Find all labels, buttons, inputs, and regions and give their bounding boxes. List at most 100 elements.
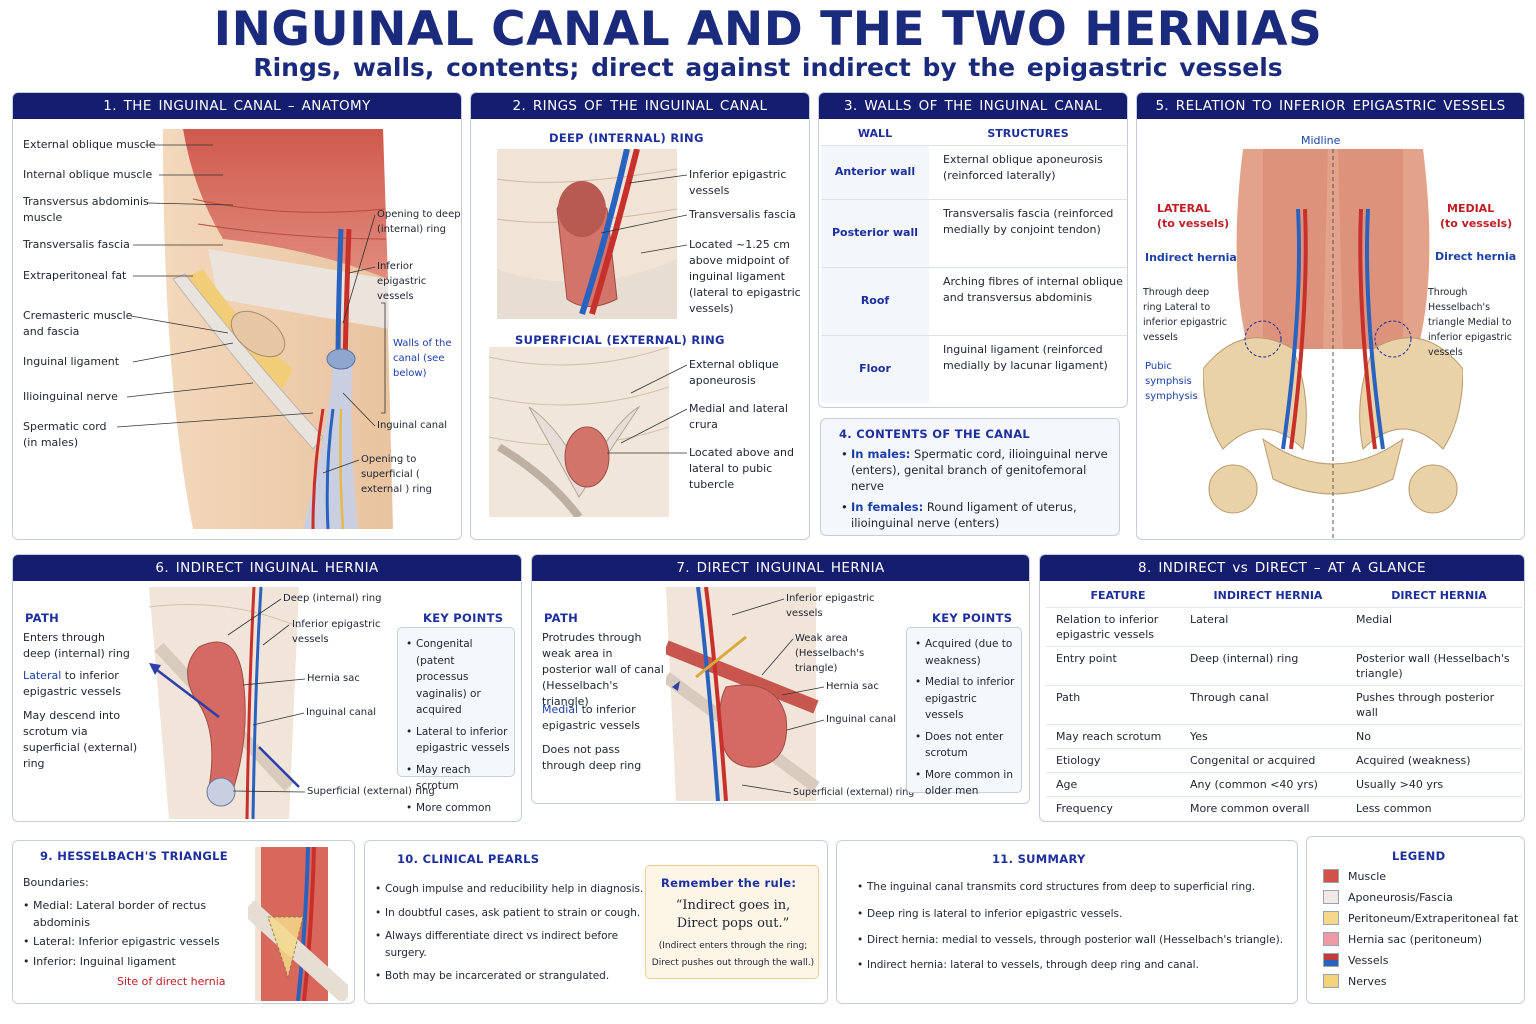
canal-anatomy-illustration [163, 129, 393, 529]
cell: Entry point [1046, 645, 1180, 685]
panel-rings: 2. RINGS OF THE INGUINAL CANAL DEEP (INT… [470, 92, 810, 540]
legend-swatch [1323, 953, 1339, 967]
list-item: Direct hernia: medial to vessels, throug… [857, 932, 1287, 949]
rule-quote: “Indirect goes in, Direct pops out.” [675, 898, 791, 931]
indirect-hernia-desc: Through deep ring Lateral to inferior ep… [1143, 287, 1227, 343]
legend-label: Muscle [1348, 869, 1387, 883]
col-wall: WALL [857, 127, 893, 141]
cell: Relation to inferior epigastric vessels [1046, 606, 1180, 646]
pubic-symphysis-label: Pubic symphsis symphysis [1145, 361, 1198, 402]
list-item: In females: Round ligament of uterus, il… [841, 499, 1111, 531]
cell: Usually >40 yrs [1346, 771, 1522, 796]
cell: Age [1046, 771, 1180, 796]
list-item: Medial to inferior epigastric vessels [915, 674, 1017, 724]
label-transversus-abdominis: Transversus abdominis muscle [23, 195, 149, 224]
indirect-hernia-label: Indirect hernia [1145, 251, 1237, 264]
cell: Any (common <40 yrs) [1180, 771, 1346, 796]
cell: Yes [1180, 723, 1346, 748]
boundaries-label: Boundaries: [23, 876, 89, 889]
legend-swatch [1323, 890, 1339, 904]
panel-legend: LEGEND Muscle Aponeurosis/Fascia Periton… [1306, 836, 1525, 1004]
panel-header: 6. INDIRECT INGUINAL HERNIA [13, 555, 521, 581]
contents-list: In males: Spermatic cord, ilioinguinal n… [841, 446, 1111, 535]
panel-clinical-pearls: 10. CLINICAL PEARLS Cough impulse and re… [364, 840, 828, 1004]
list-item: Does not enter scrotum [915, 729, 1017, 762]
label-deep-location: Located ~1.25 cm above midpoint of ingui… [689, 238, 801, 315]
label-extraperitoneal-fat: Extraperitoneal fat [23, 269, 127, 282]
panel-contents: 4. CONTENTS OF THE CANAL In males: Sperm… [820, 418, 1120, 536]
legend-item: Muscle [1323, 869, 1386, 883]
path-step-1: Protrudes through weak area in posterior… [542, 631, 664, 708]
label-walls-of-canal: Walls of the canal (see below) [393, 338, 452, 379]
table-row: Anterior wall External oblique aponeuros… [821, 144, 1127, 199]
medial-label: MEDIAL [1447, 202, 1495, 215]
summary-list: The inguinal canal transmits cord struct… [857, 879, 1287, 981]
cell: Posterior wall (Hesselbach's triangle) [1346, 645, 1522, 685]
boundaries-list: Medial: Lateral border of rectus abdomin… [23, 898, 263, 973]
path-step-3: May descend into scrotum via superficial… [23, 709, 138, 770]
page-title: INGUINAL CANAL AND THE TWO HERNIAS [213, 2, 1323, 57]
label-inferior-epigastric: Inferior epigastric vessels [292, 619, 381, 645]
list-item: More common [406, 800, 510, 817]
legend-swatch [1323, 932, 1339, 946]
cell: Lateral [1180, 606, 1346, 646]
clinical-title: 10. CLINICAL PEARLS [397, 852, 540, 866]
males-text: Spermatic cord, ilioinguinal nerve (ente… [851, 447, 1108, 493]
path-step-2: Lateral to inferior epigastric vessels [23, 668, 133, 700]
label-external-oblique: External oblique muscle [23, 138, 156, 151]
panel-comparison: 8. INDIRECT vs DIRECT – AT A GLANCE FEAT… [1039, 554, 1525, 822]
path-title: PATH [544, 611, 579, 625]
summary-title: 11. SUMMARY [992, 852, 1086, 866]
hesselbach-illustration [248, 847, 348, 1001]
path-step-1: Enters through deep (internal) ring [23, 631, 130, 660]
wall-structures: Inguinal ligament (reinforced medially b… [929, 334, 1127, 403]
panel-header: 2. RINGS OF THE INGUINAL CANAL [471, 93, 809, 119]
comparison-table: FEATURE INDIRECT HERNIA DIRECT HERNIA Re… [1046, 585, 1522, 820]
cell: Path [1046, 684, 1180, 724]
list-item: Lateral to inferior epigastric vessels [406, 724, 510, 757]
panel-header: 1. THE INGUINAL CANAL – ANATOMY [13, 93, 461, 119]
label-hernia-sac: Hernia sac [826, 681, 879, 692]
direct-hernia-desc: Through Hesselbach's triangle Medial to … [1428, 287, 1512, 358]
path-step-2: Medial to inferior epigastric vessels [542, 702, 654, 734]
panel-indirect-hernia: 6. INDIRECT INGUINAL HERNIA PATH Enters … [12, 554, 522, 822]
lateral-label: LATERAL [1157, 202, 1211, 215]
label-inferior-epigastric: Inferior epigastric vessels [786, 593, 875, 619]
label-inferior-epigastric: Inferior epigastric vessels [377, 261, 427, 302]
superficial-ring-title: SUPERFICIAL (EXTERNAL) RING [515, 333, 725, 347]
wall-name: Posterior wall [821, 198, 929, 267]
col-structures: STRUCTURES [987, 127, 1069, 141]
list-item: Medial: Lateral border of rectus abdomin… [23, 898, 263, 931]
legend-swatch [1323, 869, 1339, 883]
females-text: Round ligament of uterus, ilioinguinal n… [851, 500, 1077, 530]
wall-name: Floor [821, 334, 929, 403]
label-superficial-ring: Superficial (external) ring [307, 786, 435, 797]
list-item: May reach scrotum [406, 762, 510, 795]
cell: Through canal [1180, 684, 1346, 724]
males-label: In males: [851, 447, 911, 461]
label-sup-location: Located above and lateral to pubic tuber… [689, 446, 794, 491]
hesselbach-title: 9. HESSELBACH'S TRIANGLE [40, 849, 228, 863]
cell: Deep (internal) ring [1180, 645, 1346, 685]
cell: Less common [1346, 795, 1522, 820]
pearls-list: Cough impulse and reducibility help in d… [375, 881, 645, 992]
legend-label: Hernia sac (peritoneum) [1348, 932, 1483, 946]
deep-ring-title: DEEP (INTERNAL) RING [549, 131, 704, 145]
page-subtitle: Rings, walls, contents; direct against i… [253, 53, 1283, 82]
legend-swatch [1323, 974, 1339, 988]
indirect-hernia-illustration [149, 587, 300, 819]
path-lateral: Lateral [23, 669, 62, 682]
list-item: More common in older men [915, 767, 1017, 800]
panel-header: 3. WALLS OF THE INGUINAL CANAL [819, 93, 1127, 119]
wall-structures: Transversalis fascia (reinforced mediall… [929, 198, 1127, 267]
path-title: PATH [25, 611, 60, 625]
label-inguinal-ligament: Inguinal ligament [23, 355, 120, 368]
label-transversalis-fascia: Transversalis fascia [23, 238, 130, 251]
list-item: Indirect hernia: lateral to vessels, thr… [857, 957, 1287, 974]
wall-structures: Arching fibres of internal oblique and t… [929, 266, 1127, 335]
cell: No [1346, 723, 1522, 748]
label-deep-ring-opening: Opening to deep (internal) ring [377, 209, 461, 235]
panel-hesselbach: 9. HESSELBACH'S TRIANGLE Boundaries: Med… [12, 840, 355, 1004]
